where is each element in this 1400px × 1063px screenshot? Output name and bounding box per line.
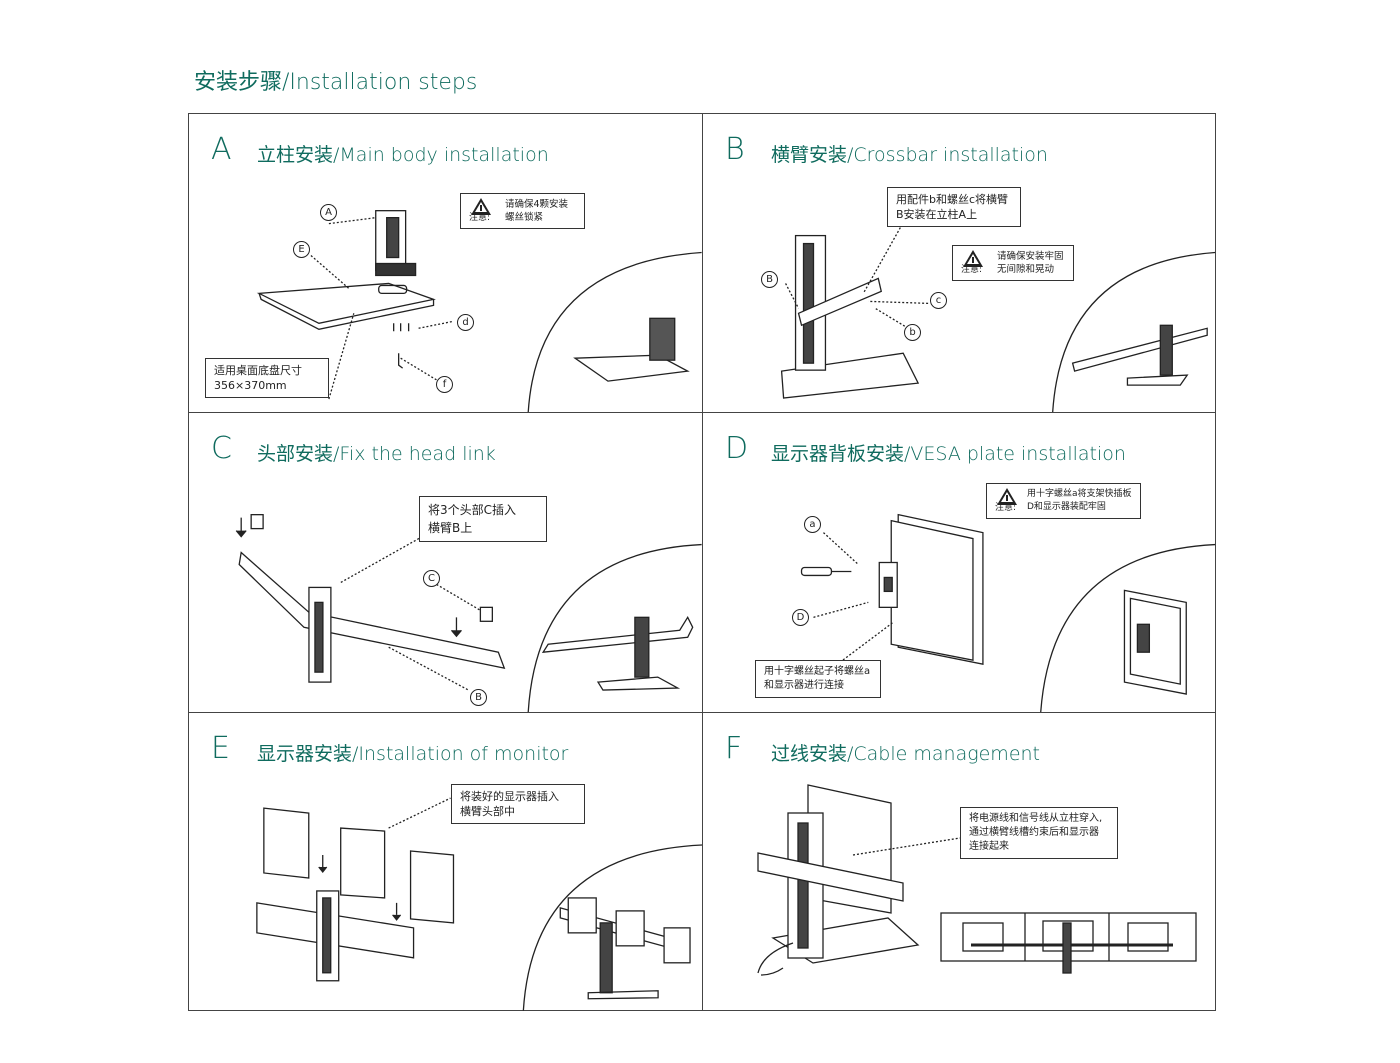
warning-icon — [997, 488, 1017, 505]
warning-label: 注意: — [961, 265, 983, 275]
step-letter: A — [211, 132, 232, 167]
monitor-install-note: 将装好的显示器插入 横臂头部中 — [451, 784, 585, 824]
warning-icon — [963, 250, 983, 267]
step-letter: B — [725, 132, 745, 167]
cable-note: 将电源线和信号线从立柱穿入, 通过横臂线槽约束后和显示器 连接起来 — [960, 807, 1118, 859]
warning-icon — [471, 198, 491, 215]
step-letter: F — [725, 731, 743, 766]
warning-box: 注意: 请确保安装牢固 无间隙和晃动 — [952, 245, 1074, 281]
vesa-plate-illustration — [800, 513, 1216, 712]
step-a-panel: A 立柱安装/Main body installation A E d f 适用… — [189, 114, 703, 413]
head-link-illustration — [235, 514, 702, 712]
step-letter: C — [211, 431, 232, 466]
callout-f: f — [436, 376, 453, 393]
step-title: 显示器背板安装/VESA plate installation — [771, 443, 1126, 465]
desk-size-note: 适用桌面底盘尺寸 356×370mm — [205, 358, 329, 398]
monitor-install-illustration — [256, 797, 702, 1011]
callout-b-upper: B — [761, 271, 778, 288]
callout-e: E — [293, 241, 310, 258]
callout-b: B — [470, 689, 487, 706]
callout-d: D — [792, 609, 809, 626]
cable-management-illustration — [757, 784, 1197, 976]
main-body-illustration — [256, 210, 702, 412]
callout-c: C — [423, 570, 440, 587]
vesa-note: 用十字螺丝起子将螺丝a 和显示器进行连接 — [755, 660, 881, 698]
step-letter: E — [211, 731, 230, 766]
callout-a: a — [804, 516, 821, 533]
step-letter: D — [725, 431, 749, 466]
step-d-panel: D 显示器背板安装/VESA plate installation a D 用十… — [703, 413, 1216, 713]
warning-text: 请确保4颗安装 螺丝锁紧 — [505, 199, 569, 223]
warning-box: 注意: 请确保4颗安装 螺丝锁紧 — [460, 193, 585, 229]
step-c-panel: C 头部安装/Fix the head link C B 将3个头部C插入 横臂… — [189, 413, 703, 713]
step-title: 显示器安装/Installation of monitor — [257, 743, 569, 765]
callout-d: d — [457, 314, 474, 331]
warning-label: 注意: — [469, 213, 491, 223]
crossbar-note: 用配件b和螺丝c将横臂 B安装在立柱A上 — [887, 187, 1021, 227]
callout-b-lower: b — [904, 324, 921, 341]
steps-grid: A 立柱安装/Main body installation A E d f 适用… — [188, 113, 1216, 1011]
warning-text: 用十字螺丝a将支架快插板 D和显示器装配牢固 — [1027, 489, 1132, 512]
step-f-panel: F 过线安装/Cable management 将电源线和信号线从立柱穿入, 通… — [703, 713, 1216, 1011]
warning-text: 请确保安装牢固 无间隙和晃动 — [997, 251, 1064, 275]
step-b-panel: B 横臂安装/Crossbar installation B c b 用配件b和… — [703, 114, 1216, 413]
callout-c: c — [930, 292, 947, 309]
step-title: 立柱安装/Main body installation — [257, 144, 549, 166]
step-title: 横臂安装/Crossbar installation — [771, 144, 1048, 166]
step-title: 过线安装/Cable management — [771, 743, 1040, 765]
step-title: 头部安装/Fix the head link — [257, 443, 496, 465]
warning-box: 注意: 用十字螺丝a将支架快插板 D和显示器装配牢固 — [986, 483, 1141, 519]
step-e-panel: E 显示器安装/Installation of monitor 将装好的显示器插… — [189, 713, 703, 1011]
warning-label: 注意: — [995, 503, 1017, 513]
callout-a: A — [320, 204, 337, 221]
page-title: 安装步骤/Installation steps — [194, 70, 478, 95]
crossbar-illustration — [780, 213, 1216, 412]
head-link-note: 将3个头部C插入 横臂B上 — [419, 496, 547, 542]
